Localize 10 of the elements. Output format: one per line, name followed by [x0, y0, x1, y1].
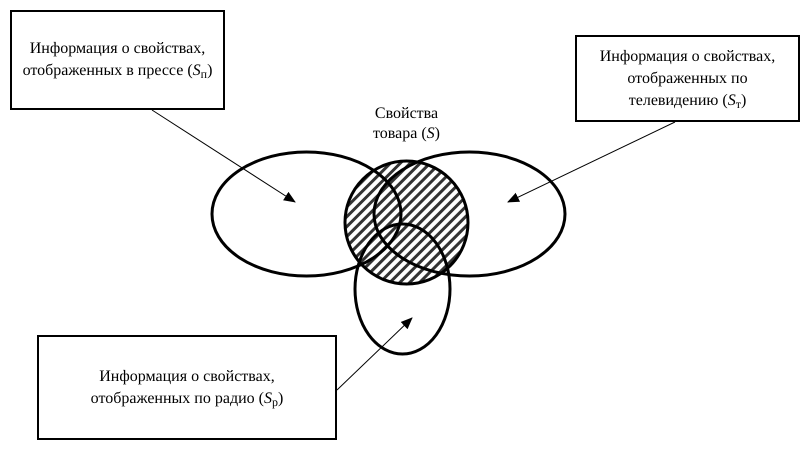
box-text: Информация о свойствах, отображенных по телевидению (S$_{т}$): [598, 46, 776, 112]
box-text: Информация о свойствах, отображенных в прессе (S$_{п}$): [22, 39, 214, 82]
arrow: [152, 110, 296, 203]
box-text: Информация о свойствах, отображенных по радио (S$_{р}$): [90, 366, 284, 410]
set-label: Свойства товара (S): [372, 104, 441, 144]
arrow: [507, 122, 676, 202]
text-box: [10, 10, 225, 110]
arrow: [336, 317, 413, 390]
text-box: [575, 35, 800, 122]
text-box: [37, 335, 337, 440]
